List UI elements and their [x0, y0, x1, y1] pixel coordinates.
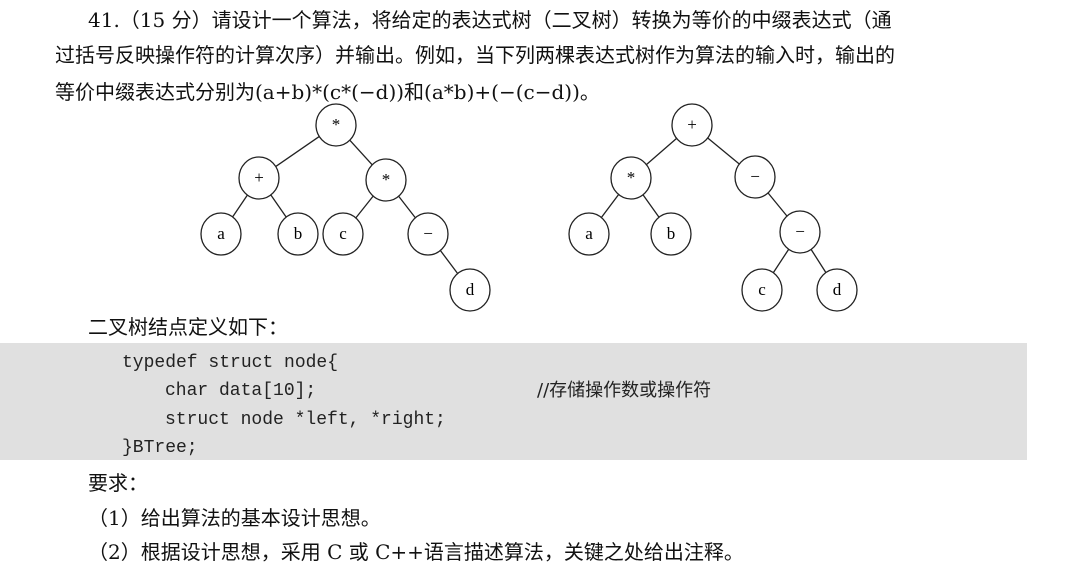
tree-node	[671, 103, 713, 147]
node-definition-label: 二叉树结点定义如下：	[88, 315, 288, 339]
tree-node	[238, 156, 280, 200]
tree-edge	[439, 249, 459, 275]
tree-node-label: c	[758, 280, 766, 299]
tree-node	[322, 212, 364, 256]
tree-edge	[231, 194, 249, 218]
question-line-1: 41.（15 分）请设计一个算法，将给定的表达式树（二叉树）转换为等价的中缀表达…	[88, 8, 892, 32]
tree-edge	[772, 248, 790, 274]
tree-edge	[269, 194, 288, 218]
tree-node-label: b	[294, 224, 303, 243]
tree-node	[568, 212, 610, 256]
requirement-1: （1）给出算法的基本设计思想。	[88, 506, 381, 530]
question-line-2: 过括号反映操作符的计算次序）并输出。例如，当下列两棵表达式树作为算法的输入时，输…	[55, 43, 895, 67]
requirement-2: （2）根据设计思想，采用 C 或 C++语言描述算法，关键之处给出注释。	[88, 540, 744, 564]
tree-node-label: *	[382, 170, 391, 189]
requirements-label: 要求：	[88, 471, 148, 495]
code-line-2: char data[10];	[165, 381, 317, 401]
tree-node	[407, 212, 449, 256]
tree-edge	[397, 195, 417, 219]
tree-node	[315, 103, 357, 147]
tree-node-label: d	[833, 280, 842, 299]
tree-node-label: d	[466, 280, 475, 299]
tree-edge	[348, 139, 374, 166]
tree-edge	[767, 192, 788, 217]
code-comment: //存储操作数或操作符	[537, 380, 712, 401]
tree-node	[449, 268, 491, 312]
code-line-3: struct node *left, *right;	[165, 410, 446, 430]
tree-node	[779, 210, 821, 254]
tree-node	[734, 155, 776, 199]
tree-node-label: c	[339, 224, 347, 243]
tree-node-label: +	[687, 115, 697, 134]
tree-node	[816, 268, 858, 312]
tree-node-label: −	[423, 224, 433, 243]
tree-edge	[645, 137, 678, 166]
tree-node	[200, 212, 242, 256]
tree-node-label: a	[217, 224, 225, 243]
tree-node-label: −	[750, 167, 760, 186]
tree-node-label: a	[585, 224, 593, 243]
tree-node-label: b	[667, 224, 676, 243]
expression-trees: * + * a b c − d + * − a b − c d	[200, 103, 858, 312]
tree-edge	[600, 193, 620, 219]
tree-node	[650, 212, 692, 256]
tree-node	[610, 156, 652, 200]
tree-node	[365, 158, 407, 202]
code-line-4: }BTree;	[122, 438, 198, 458]
tree-node	[277, 212, 319, 256]
code-line-1: typedef struct node{	[122, 353, 339, 373]
tree-node-label: +	[254, 168, 264, 187]
tree-node-label: −	[795, 222, 805, 241]
question-line-3: 等价中缀表达式分别为(a+b)*(c*(−d))和(a*b)+(−(c−d))。	[55, 80, 600, 104]
tree-node-label: *	[332, 115, 341, 134]
tree-edge	[275, 135, 320, 168]
tree-edge	[810, 248, 827, 274]
tree-node-label: *	[627, 168, 636, 187]
tree-edge	[642, 193, 660, 219]
code-block	[0, 343, 1027, 460]
tree-node	[741, 268, 783, 312]
tree-edge	[354, 195, 375, 219]
tree-edge	[707, 137, 740, 165]
